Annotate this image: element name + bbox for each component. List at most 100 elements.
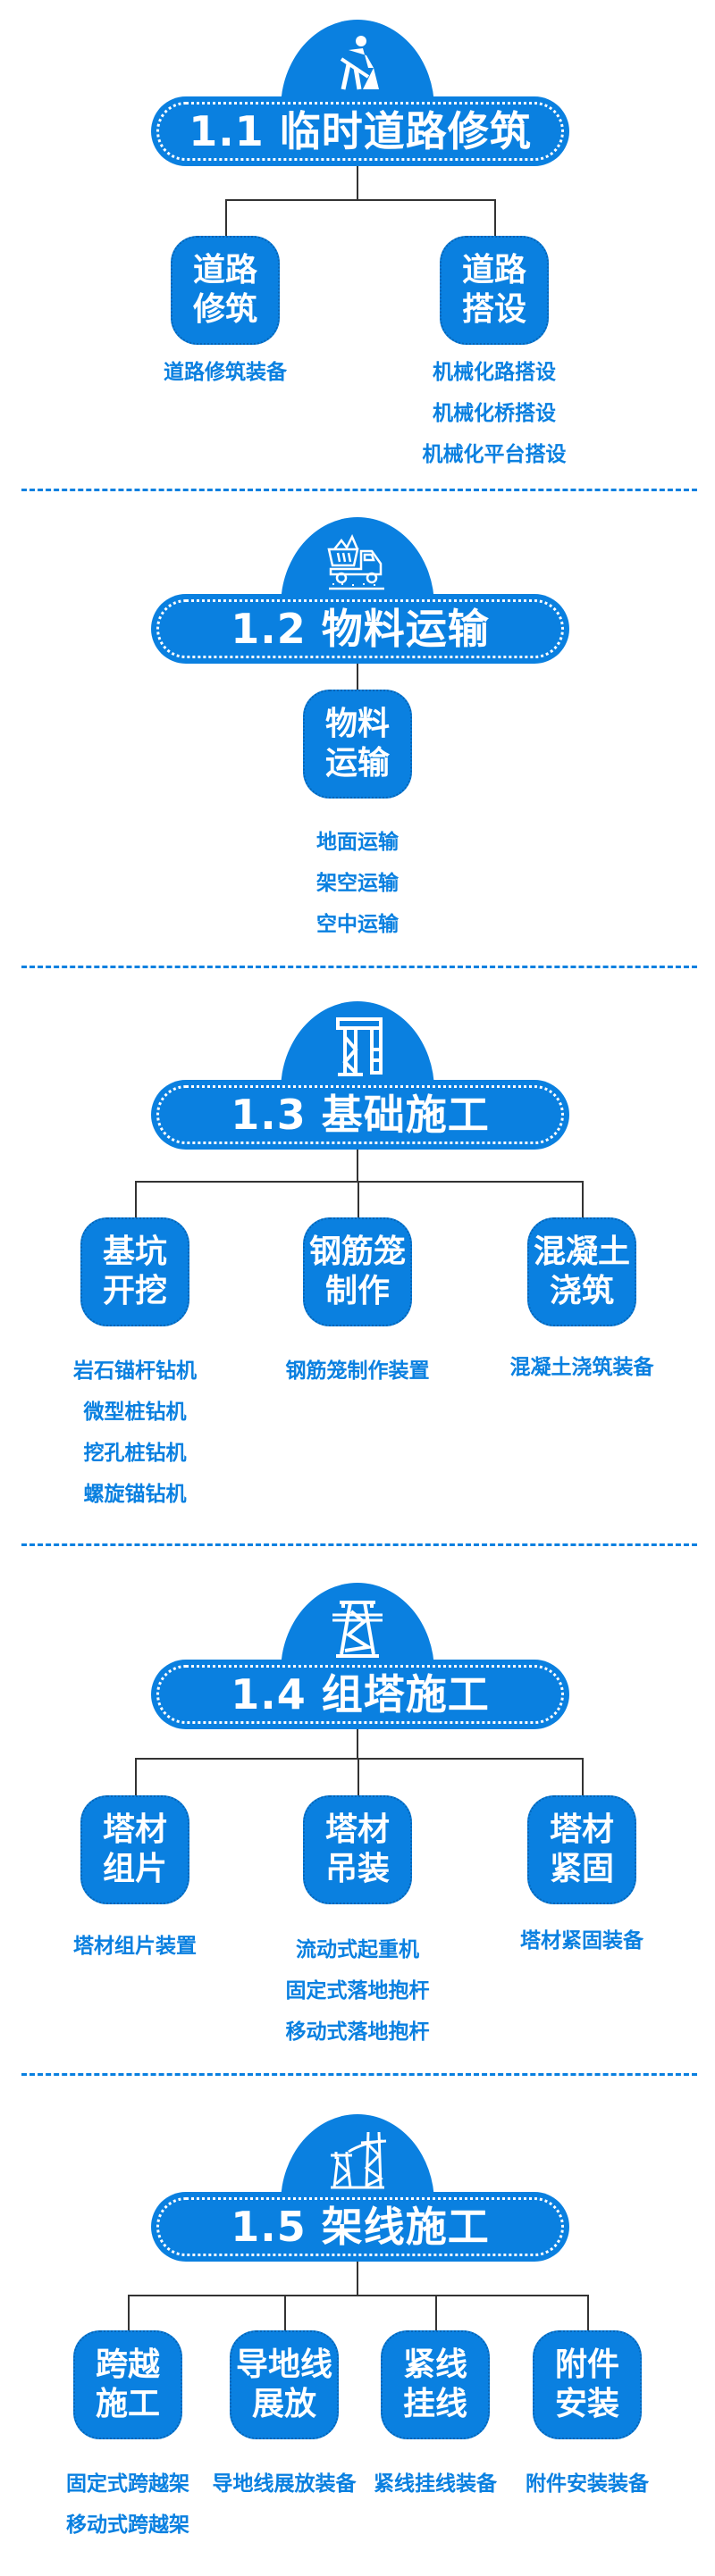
connector-line <box>357 664 358 690</box>
category-box[interactable]: 道路 搭设 <box>440 236 549 345</box>
equipment-item: 机械化桥搭设 <box>433 402 556 425</box>
category-box[interactable]: 基坑 开挖 <box>80 1217 189 1326</box>
pill-dotted-border <box>156 599 564 658</box>
category-box[interactable]: 物料 运输 <box>303 690 412 799</box>
equipment-list: 附件安装装备 <box>498 2463 677 2505</box>
connector-line <box>358 1181 359 1217</box>
equipment-list: 地面运输架空运输空中运输 <box>268 822 447 945</box>
equipment-item: 机械化平台搭设 <box>422 443 567 466</box>
connector-line <box>135 1181 137 1217</box>
category-label: 塔材 吊装 <box>324 1811 390 1887</box>
connector-line <box>128 2295 589 2296</box>
category-box[interactable]: 钢筋笼 制作 <box>303 1217 412 1326</box>
category-label: 基坑 开挖 <box>102 1234 167 1309</box>
connector-line <box>135 1758 584 1760</box>
category-box[interactable]: 附件 安装 <box>533 2330 642 2439</box>
connector-line <box>284 2295 286 2330</box>
equipment-item: 导地线展放装备 <box>212 2472 357 2496</box>
equipment-item: 紧线挂线装备 <box>374 2472 497 2496</box>
equipment-list: 塔材紧固装备 <box>492 1920 671 1961</box>
category-box[interactable]: 导地线 展放 <box>230 2330 339 2439</box>
equipment-list: 固定式跨越架移动式跨越架 <box>38 2463 217 2546</box>
pill-dotted-border <box>156 102 564 161</box>
equipment-item: 架空运输 <box>316 872 399 895</box>
section-title-pill: 1.2 物料运输 <box>151 594 569 664</box>
equipment-item: 移动式跨越架 <box>66 2513 189 2537</box>
equipment-list: 机械化路搭设机械化桥搭设机械化平台搭设 <box>405 352 584 475</box>
equipment-item: 固定式跨越架 <box>66 2472 189 2496</box>
section-title-pill: 1.4 组塔施工 <box>151 1660 569 1729</box>
section-title-pill: 1.3 基础施工 <box>151 1080 569 1150</box>
category-label: 紧线 挂线 <box>402 2346 467 2422</box>
connector-line <box>358 1758 359 1795</box>
connector-line <box>435 2295 437 2330</box>
equipment-item: 挖孔桩钻机 <box>83 1442 187 1465</box>
connector-line <box>357 1150 358 1181</box>
section-title: 1.3 基础施工 <box>231 1091 490 1139</box>
connector-line <box>582 1758 584 1795</box>
equipment-item: 流动式起重机 <box>296 1938 419 1961</box>
pill-dotted-border <box>156 1085 564 1144</box>
connector-line <box>357 2262 358 2295</box>
equipment-item: 空中运输 <box>316 913 399 936</box>
equipment-list: 混凝土浇筑装备 <box>492 1347 671 1388</box>
connector-line <box>128 2295 130 2330</box>
equipment-item: 固定式落地抱杆 <box>285 1979 430 2003</box>
category-box[interactable]: 紧线 挂线 <box>381 2330 490 2439</box>
equipment-item: 塔材组片装置 <box>73 1935 197 1958</box>
equipment-list: 道路修筑装备 <box>136 352 315 393</box>
equipment-list: 导地线展放装备 <box>195 2463 374 2505</box>
category-label: 钢筋笼 制作 <box>308 1234 406 1309</box>
equipment-item: 地面运输 <box>316 831 399 854</box>
category-box[interactable]: 塔材 吊装 <box>303 1795 412 1904</box>
category-label: 混凝土 浇筑 <box>533 1234 630 1309</box>
category-label: 道路 搭设 <box>461 252 526 328</box>
category-box[interactable]: 塔材 紧固 <box>527 1795 636 1904</box>
equipment-item: 道路修筑装备 <box>164 361 287 384</box>
category-label: 塔材 组片 <box>102 1811 167 1887</box>
section-title-pill: 1.5 架线施工 <box>151 2192 569 2262</box>
category-box[interactable]: 道路 修筑 <box>171 236 280 345</box>
equipment-list: 流动式起重机固定式落地抱杆移动式落地抱杆 <box>268 1929 447 2053</box>
equipment-item: 移动式落地抱杆 <box>285 2020 430 2044</box>
equipment-list: 岩石锚杆钻机微型桩钻机挖孔桩钻机螺旋锚钻机 <box>46 1351 224 1515</box>
connector-line <box>135 1758 137 1795</box>
connector-line <box>225 199 496 201</box>
section-title: 1.5 架线施工 <box>231 2203 490 2251</box>
category-label: 物料 运输 <box>324 706 390 782</box>
connector-line <box>587 2295 589 2330</box>
connector-line <box>357 1729 358 1758</box>
connector-line <box>582 1181 584 1217</box>
equipment-item: 混凝土浇筑装备 <box>509 1356 654 1379</box>
equipment-item: 附件安装装备 <box>526 2472 649 2496</box>
pill-dotted-border <box>156 2197 564 2256</box>
equipment-item: 钢筋笼制作装置 <box>285 1359 430 1383</box>
section-title-pill: 1.1 临时道路修筑 <box>151 96 569 166</box>
section-divider <box>21 1543 697 1546</box>
equipment-item: 塔材紧固装备 <box>520 1929 644 1953</box>
category-label: 塔材 紧固 <box>549 1811 614 1887</box>
section-title: 1.2 物料运输 <box>231 605 490 653</box>
equipment-list: 钢筋笼制作装置 <box>268 1351 447 1392</box>
equipment-item: 机械化路搭设 <box>433 361 556 384</box>
section-title: 1.1 临时道路修筑 <box>189 107 532 155</box>
category-box[interactable]: 混凝土 浇筑 <box>527 1217 636 1326</box>
equipment-list: 紧线挂线装备 <box>346 2463 525 2505</box>
category-box[interactable]: 跨越 施工 <box>73 2330 182 2439</box>
equipment-item: 岩石锚杆钻机 <box>73 1359 197 1383</box>
connector-line <box>135 1181 584 1183</box>
connector-line <box>225 199 227 236</box>
category-label: 跨越 施工 <box>95 2346 160 2422</box>
connector-line <box>494 199 496 236</box>
equipment-item: 螺旋锚钻机 <box>83 1483 187 1506</box>
category-label: 导地线 展放 <box>235 2346 332 2422</box>
equipment-list: 塔材组片装置 <box>46 1926 224 1967</box>
section-title: 1.4 组塔施工 <box>231 1670 490 1719</box>
section-divider <box>21 2073 697 2076</box>
category-box[interactable]: 塔材 组片 <box>80 1795 189 1904</box>
pill-dotted-border <box>156 1665 564 1724</box>
connector-line <box>357 166 358 199</box>
category-label: 道路 修筑 <box>192 252 257 328</box>
equipment-item: 微型桩钻机 <box>83 1401 187 1424</box>
section-divider <box>21 966 697 968</box>
